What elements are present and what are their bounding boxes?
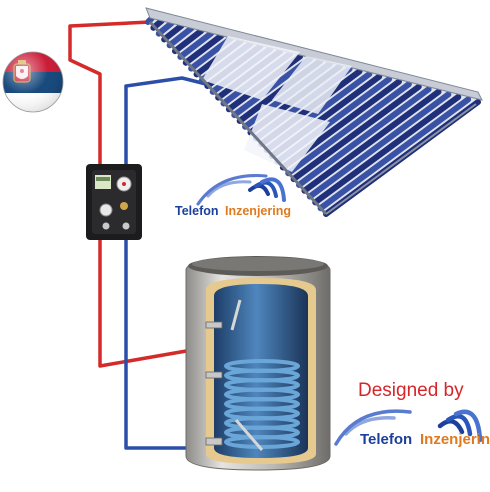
coil-turn: [224, 435, 300, 449]
vacuum-tube: [177, 30, 215, 60]
designed-by-caption: Designed by: [358, 380, 464, 401]
storage-tank: [185, 256, 331, 471]
serbia-flag-icon: [2, 51, 64, 113]
signal-waves-icon: [196, 174, 286, 206]
tank-fittings: [205, 299, 264, 451]
brand-name-part1-bottom: Telefon: [360, 431, 412, 448]
hot-pipe: [68, 20, 193, 368]
vacuum-tube: [166, 25, 195, 49]
vacuum-tube: [317, 96, 472, 212]
vacuum-tube: [306, 91, 452, 200]
svg-text:Inzenjering: Inzenjering: [420, 431, 490, 448]
brand-name-part2-bottom: Inzenjering: [420, 431, 490, 448]
reflector-panels: [202, 36, 352, 172]
evacuated-tubes: [145, 15, 481, 217]
vacuum-tube: [296, 86, 432, 188]
solar-collector: [145, 7, 483, 217]
pump-station: [86, 164, 142, 240]
signal-waves-icon: [334, 409, 483, 446]
svg-text:Inzenjering: Inzenjering: [225, 204, 291, 218]
vacuum-tube: [161, 22, 185, 43]
vacuum-tube: [182, 32, 225, 66]
vacuum-tube: [312, 93, 462, 206]
vacuum-tube: [301, 88, 442, 194]
pump-motor: [99, 203, 113, 217]
vacuum-tube: [171, 27, 205, 55]
brand-logo-bottom: Telefon Inzenjering: [334, 409, 490, 448]
brand-name-part1: Telefon: [175, 204, 219, 218]
svg-text:Telefon: Telefon: [175, 204, 219, 218]
brand-name-part2: Inzenjering: [225, 204, 291, 218]
vacuum-tube: [285, 81, 412, 177]
heat-exchanger-coil: [224, 359, 300, 449]
svg-text:Telefon: Telefon: [360, 431, 412, 448]
vacuum-tube: [290, 83, 422, 183]
brand-logo-top: Telefon Inzenjering: [175, 174, 291, 218]
